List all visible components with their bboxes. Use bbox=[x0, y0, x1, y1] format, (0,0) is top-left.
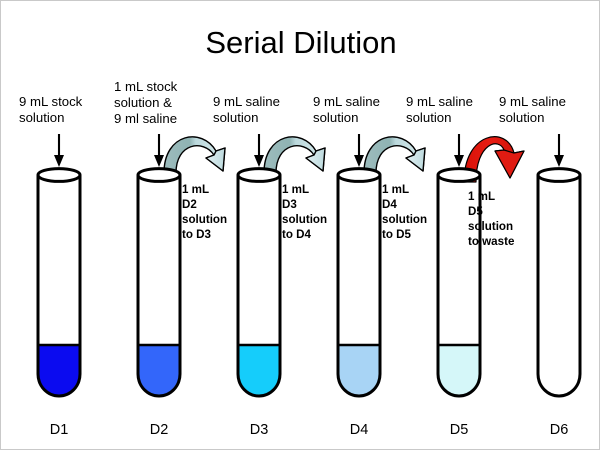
tube-rim-d1 bbox=[36, 167, 82, 183]
top-label-d4: 9 mL saline solution bbox=[313, 94, 380, 125]
tube-outline-d4 bbox=[336, 175, 382, 398]
down-arrow-d5-icon bbox=[454, 134, 464, 167]
inner-label-d4-line-3: solution bbox=[382, 213, 427, 226]
inner-label-d5-line-4: to waste bbox=[468, 235, 515, 248]
tube-label-d6: D6 bbox=[550, 422, 569, 438]
tube-rim-d3 bbox=[236, 167, 282, 183]
inner-label-d5-line-2: D5 bbox=[468, 205, 483, 218]
top-label-d1-line-2: solution bbox=[19, 110, 64, 125]
inner-label-d4: 1 mL D4 solution to D5 bbox=[382, 183, 427, 241]
transfer-arrow-d3-to-d4-icon bbox=[263, 136, 326, 174]
top-label-d5-line-1: 9 mL saline bbox=[406, 94, 473, 109]
transfer-arrow-d2-to-d3-icon bbox=[163, 136, 226, 174]
inner-label-d5-line-3: solution bbox=[468, 220, 513, 233]
inner-label-d2-line-4: to D3 bbox=[182, 228, 212, 241]
top-label-d2-line-1: 1 mL stock bbox=[114, 79, 178, 94]
inner-label-d2: 1 mL D2 solution to D3 bbox=[182, 183, 227, 241]
inner-label-d4-line-1: 1 mL bbox=[382, 183, 409, 196]
down-arrow-d4-icon bbox=[354, 134, 364, 167]
test-tube-d5[interactable] bbox=[436, 167, 482, 398]
tube-rim-d6 bbox=[536, 167, 582, 183]
down-arrow-d2-icon bbox=[154, 134, 164, 167]
top-label-d2-line-3: 9 ml saline bbox=[114, 111, 177, 126]
top-label-d4-line-1: 9 mL saline bbox=[313, 94, 380, 109]
top-label-d6-line-1: 9 mL saline bbox=[499, 94, 566, 109]
liquid-d2 bbox=[138, 345, 180, 396]
top-label-d3-line-1: 9 mL saline bbox=[213, 94, 280, 109]
inner-label-d3-line-4: to D4 bbox=[282, 228, 312, 241]
liquid-d5 bbox=[438, 345, 480, 396]
top-label-d1: 9 mL stock solution bbox=[19, 94, 83, 125]
top-label-d5-line-2: solution bbox=[406, 110, 451, 125]
tube-rim-d2 bbox=[136, 167, 182, 183]
inner-label-d3-line-1: 1 mL bbox=[282, 183, 309, 196]
tube-label-d4: D4 bbox=[350, 422, 369, 438]
top-label-d6: 9 mL saline solution bbox=[499, 94, 566, 125]
tube-label-d3: D3 bbox=[250, 422, 269, 438]
transfer-arrow-d5-to-waste-icon bbox=[463, 136, 525, 183]
down-arrow-d6-icon bbox=[554, 134, 564, 167]
top-label-d3-line-2: solution bbox=[213, 110, 258, 125]
inner-label-d3: 1 mL D3 solution to D4 bbox=[282, 183, 327, 241]
tube-label-d2: D2 bbox=[150, 422, 169, 438]
inner-label-d4-line-4: to D5 bbox=[382, 228, 412, 241]
tube-outline-d2 bbox=[136, 175, 182, 398]
top-label-d1-line-1: 9 mL stock bbox=[19, 94, 83, 109]
top-label-d2: 1 mL stock solution & 9 ml saline bbox=[114, 79, 178, 126]
liquid-d3 bbox=[238, 345, 280, 396]
inner-label-d3-line-2: D3 bbox=[282, 198, 297, 211]
top-label-d3: 9 mL saline solution bbox=[213, 94, 280, 125]
tube-label-d1: D1 bbox=[50, 422, 69, 438]
transfer-arrow-d4-to-d5-icon bbox=[363, 136, 426, 174]
inner-label-d5-line-1: 1 mL bbox=[468, 190, 495, 203]
top-label-d5: 9 mL saline solution bbox=[406, 94, 473, 125]
inner-label-d5: 1 mL D5 solution to waste bbox=[468, 190, 515, 248]
top-label-d6-line-2: solution bbox=[499, 110, 544, 125]
tube-outline-d6 bbox=[536, 175, 582, 398]
tube-rim-d4 bbox=[336, 167, 382, 183]
liquid-d1 bbox=[38, 345, 80, 396]
inner-label-d3-line-3: solution bbox=[282, 213, 327, 226]
test-tube-d3[interactable] bbox=[236, 167, 282, 398]
page-title: Serial Dilution bbox=[205, 25, 396, 60]
inner-label-d2-line-3: solution bbox=[182, 213, 227, 226]
down-arrow-d1-icon bbox=[54, 134, 64, 167]
tube-rim-d5 bbox=[436, 167, 482, 183]
tube-outline-d5 bbox=[436, 175, 482, 398]
inner-label-d2-line-1: 1 mL bbox=[182, 183, 209, 196]
tube-label-d5: D5 bbox=[450, 422, 469, 438]
inner-label-d2-line-2: D2 bbox=[182, 198, 197, 211]
test-tube-d6[interactable] bbox=[536, 167, 582, 398]
test-tube-d4[interactable] bbox=[336, 167, 382, 398]
tube-outline-d3 bbox=[236, 175, 282, 398]
down-arrow-d3-icon bbox=[254, 134, 264, 167]
test-tube-d1[interactable] bbox=[36, 167, 82, 398]
liquid-d4 bbox=[338, 345, 380, 396]
inner-label-d4-line-2: D4 bbox=[382, 198, 397, 211]
test-tube-d2[interactable] bbox=[136, 167, 182, 398]
tube-outline-d1 bbox=[36, 175, 82, 398]
top-label-d2-line-2: solution & bbox=[114, 95, 172, 110]
top-label-d4-line-2: solution bbox=[313, 110, 358, 125]
